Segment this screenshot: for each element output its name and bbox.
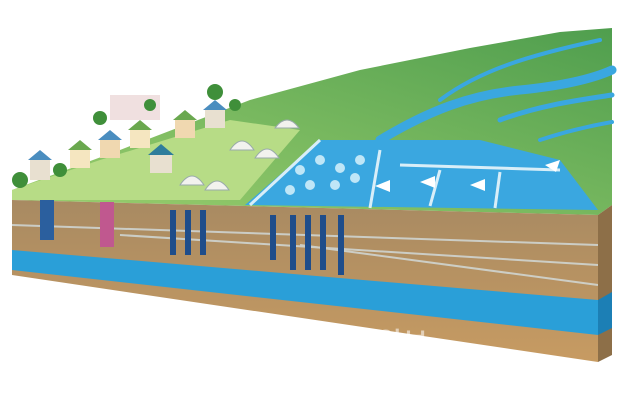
streams (375, 38, 617, 145)
reservoir (245, 140, 598, 210)
soil-side-face (598, 205, 612, 362)
houses (28, 95, 227, 180)
aquifer-band (12, 250, 598, 335)
aquifer-side (598, 292, 612, 335)
greenhouses (179, 119, 301, 191)
aeration-circles (285, 155, 365, 195)
watermark: 투데이일보 (300, 328, 430, 358)
trees (12, 84, 241, 188)
reservoir-dividers (248, 138, 561, 209)
flow-arrows (375, 160, 560, 192)
wells (40, 200, 344, 275)
